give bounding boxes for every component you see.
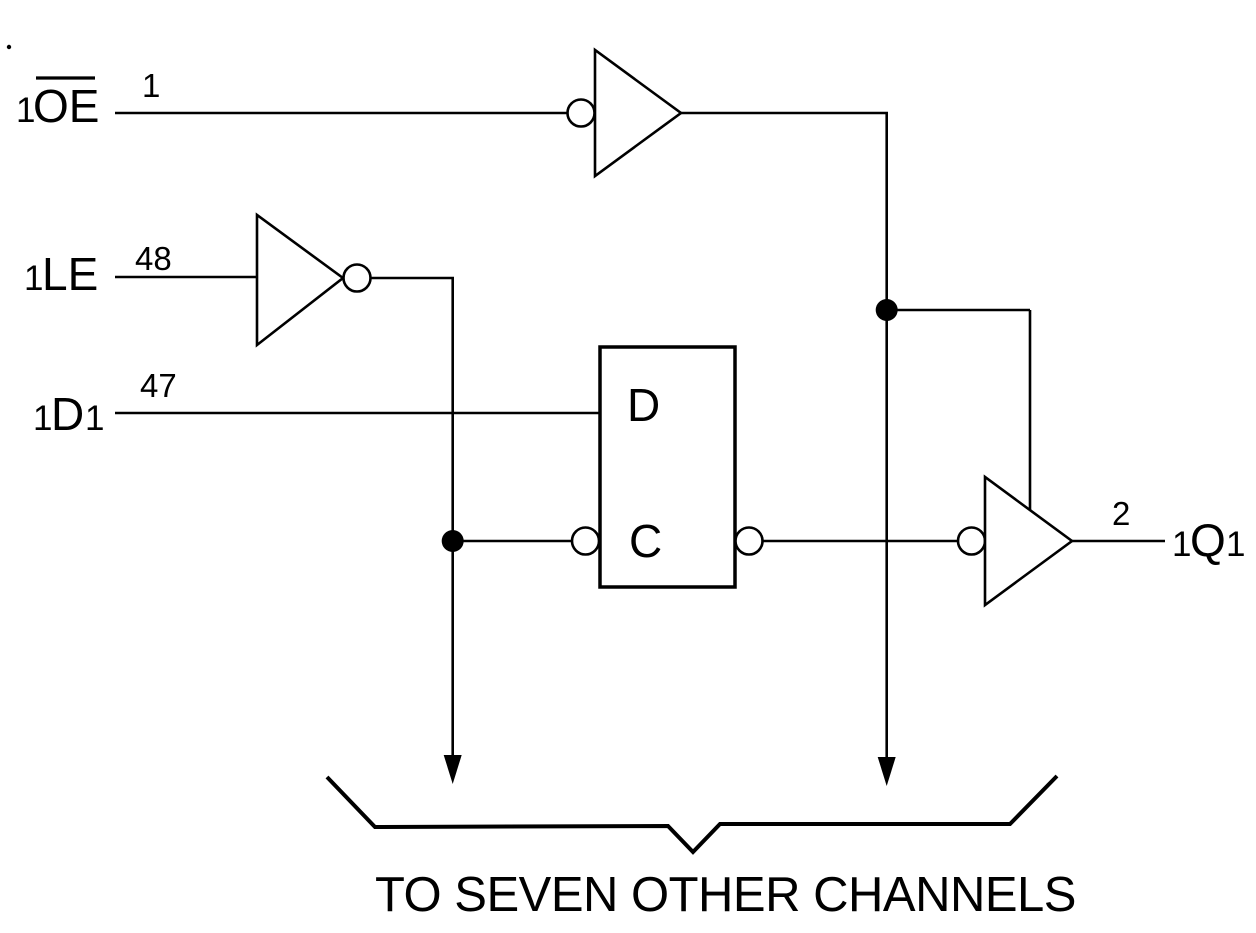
output-buffer-triangle [983, 474, 1075, 608]
le-down-arrowhead [443, 755, 462, 784]
d-pin-number: 47 [140, 367, 177, 404]
latch-output-bubble [734, 526, 764, 556]
stray-dot [6, 44, 12, 50]
q-label-name: Q [1190, 514, 1226, 566]
other-channels-callout: TO SEVEN OTHER CHANNELS [325, 774, 1076, 922]
brace [325, 774, 1059, 855]
oe-label-prefix: 1 [16, 91, 35, 130]
oe-label-name: OE [33, 80, 99, 132]
latch-rectangle [598, 345, 737, 589]
le-signal: 1 LE 48 [24, 212, 601, 784]
le-label-name: LE [42, 248, 98, 300]
d-label-suffix: 1 [85, 399, 104, 438]
d-label-name: D [51, 388, 84, 440]
oe-signal: 1 OE 1 [16, 47, 1032, 786]
q-pin-number: 2 [1112, 495, 1130, 532]
q-label-prefix: 1 [1172, 525, 1191, 564]
output-buffer-input-bubble [956, 526, 987, 556]
oe-pin-number: 1 [142, 67, 160, 104]
le-label-prefix: 1 [24, 259, 43, 298]
latch-clock-label: C [629, 515, 662, 567]
caption-text: TO SEVEN OTHER CHANNELS [375, 868, 1076, 922]
oe-buffer-triangle [593, 47, 684, 179]
latch-clock-input-bubble [570, 526, 601, 556]
latch-box: D C [598, 345, 764, 589]
q-label-suffix: 1 [1226, 525, 1245, 564]
le-inverter-output-bubble [342, 263, 372, 293]
oe-down-arrowhead [877, 757, 896, 786]
latch-data-label: D [627, 379, 660, 431]
output-stage: 2 1 Q 1 [763, 474, 1245, 608]
oe-buffer-input-bubble [566, 98, 596, 128]
d-signal: 1 D 1 47 [33, 367, 600, 440]
d-label-prefix: 1 [33, 399, 52, 438]
le-inverter-triangle [255, 212, 346, 348]
le-pin-number: 48 [135, 240, 172, 277]
